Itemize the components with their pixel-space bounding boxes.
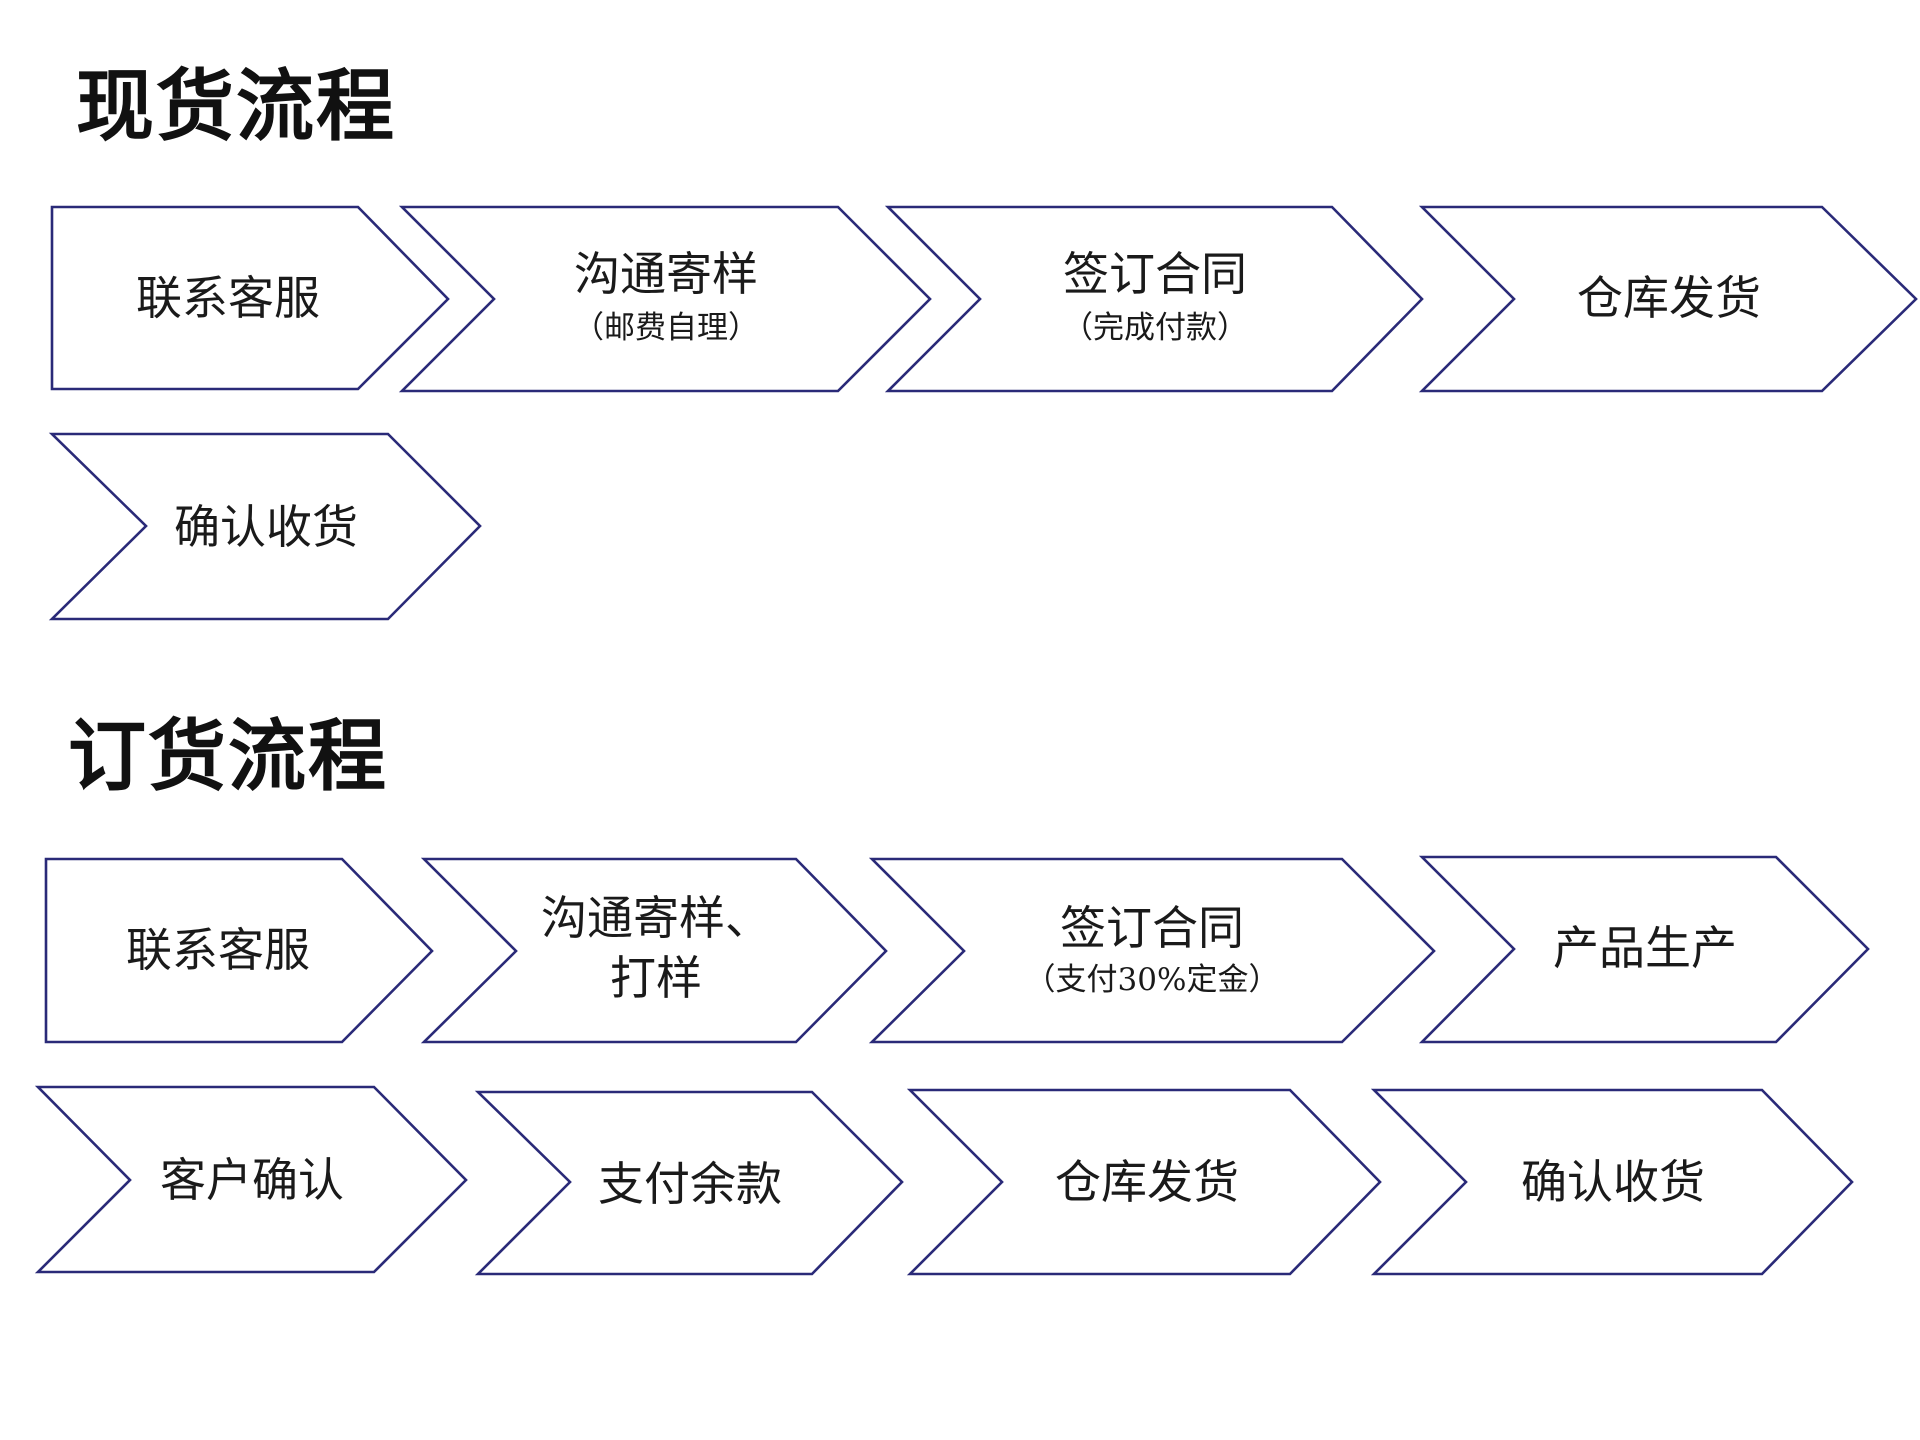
step-label: 产品生产 (1553, 921, 1737, 975)
step-spot-1: 联系客服 (50, 205, 450, 391)
step-label: 仓库发货 (1055, 1155, 1239, 1209)
step-label: 沟通寄样 (574, 247, 758, 301)
step-label: 联系客服 (126, 923, 310, 977)
step-order-1: 联系客服 (44, 857, 434, 1044)
step-sublabel: （支付30%定金） (1025, 962, 1280, 998)
step-order-7: 仓库发货 (906, 1088, 1382, 1276)
step-sublabel: （邮费自理） (573, 310, 759, 346)
step-label: 沟通寄样、 (541, 891, 771, 945)
step-spot-5: 确认收货 (48, 432, 482, 621)
step-order-5: 客户确认 (34, 1085, 468, 1274)
step-label: 联系客服 (136, 271, 320, 325)
step-label: 确认收货 (1521, 1155, 1705, 1209)
step-order-4: 产品生产 (1418, 855, 1870, 1044)
step-order-2: 沟通寄样、 打样 (420, 857, 888, 1044)
step-label: 签订合同 (1060, 901, 1244, 955)
step-label: 确认收货 (174, 500, 358, 554)
step-label: 签订合同 (1063, 247, 1247, 301)
step-label-line2: 打样 (610, 951, 702, 1005)
step-label: 支付余款 (598, 1157, 782, 1211)
step-label: 客户确认 (160, 1153, 344, 1207)
step-order-3: 签订合同 （支付30%定金） (868, 857, 1436, 1044)
step-spot-3: 签订合同 （完成付款） (884, 205, 1424, 393)
step-order-6: 支付余款 (474, 1090, 904, 1276)
section-title-spot: 现货流程 (76, 61, 397, 152)
step-spot-2: 沟通寄样 （邮费自理） (398, 205, 932, 393)
step-label: 仓库发货 (1577, 271, 1761, 325)
step-spot-4: 仓库发货 (1418, 205, 1918, 393)
section-title-order: 订货流程 (68, 711, 389, 802)
step-order-8: 确认收货 (1370, 1088, 1854, 1276)
step-sublabel: （完成付款） (1062, 310, 1248, 346)
